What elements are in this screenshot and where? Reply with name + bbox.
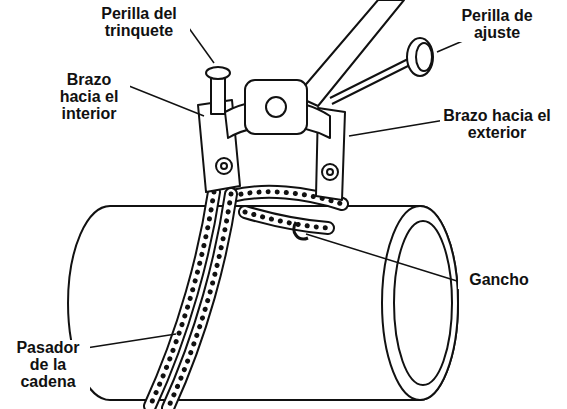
leader-line <box>124 84 204 116</box>
leader-line <box>186 24 214 63</box>
part-label: Pasador de la cadena <box>6 340 90 390</box>
pipe-body <box>68 206 458 400</box>
part-label: Brazo hacia el exterior <box>440 108 554 142</box>
pipe-end <box>382 206 458 400</box>
chain <box>150 192 342 408</box>
leader-line <box>437 40 465 52</box>
cutter-tool <box>198 0 433 200</box>
part-label: Perilla de ajuste <box>440 8 554 42</box>
part-label: Gancho <box>458 272 540 289</box>
leader-line <box>86 334 176 348</box>
leader-line <box>306 234 457 281</box>
part-label: Perilla del trinquete <box>88 6 190 40</box>
pipe-bore <box>394 221 452 385</box>
hook <box>294 222 308 239</box>
part-label: Brazo hacia el interior <box>48 72 130 122</box>
leader-line <box>349 120 445 136</box>
